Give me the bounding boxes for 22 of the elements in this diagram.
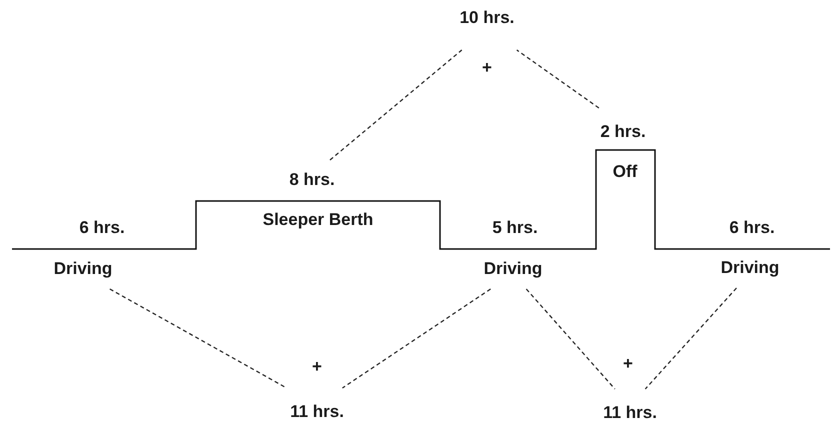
status-label: Sleeper Berth [262,210,374,230]
plus-sign: + [482,58,492,78]
status-label: Off [612,162,638,182]
duration-label: 11 hrs. [603,403,657,423]
plus-sign: + [623,354,633,374]
duration-label: 8 hrs. [289,170,335,190]
duration-label: 11 hrs. [290,402,344,422]
duration-label: 10 hrs. [460,8,514,28]
duration-label: 6 hrs. [79,218,125,238]
dashed-connector [644,288,737,390]
dashed-connector [526,288,616,390]
plus-sign: + [312,357,322,377]
status-label: Driving [54,259,112,279]
duration-label: 6 hrs. [729,218,775,238]
dashed-connector [110,288,287,389]
status-label: Driving [720,258,780,278]
dashed-connector [342,288,491,388]
status-label: Driving [484,259,542,279]
duration-label: 5 hrs. [492,218,538,238]
dashed-connector [330,50,462,160]
dashed-connector [516,50,600,108]
duration-label: 2 hrs. [600,122,646,142]
